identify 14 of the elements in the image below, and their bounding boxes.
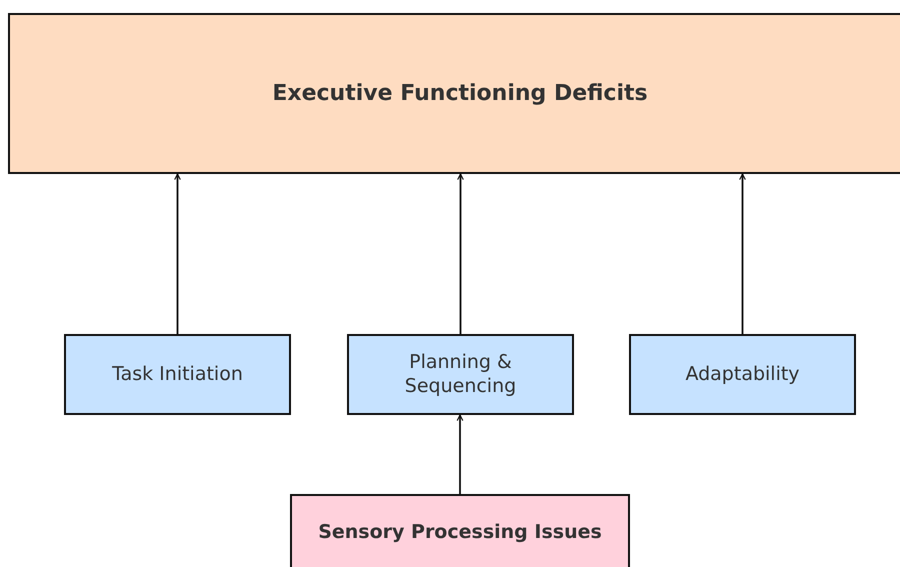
process-box [8, 13, 900, 174]
box-label: Task Initiation [112, 362, 243, 386]
box-label: Adaptability [685, 362, 800, 386]
arrow [457, 173, 464, 334]
box-label: Sensory Processing Issues [318, 521, 602, 545]
box-label: Planning & Sequencing [404, 350, 518, 398]
box-label: Executive Functioning Deficits [272, 80, 648, 108]
process-box [347, 334, 574, 415]
process-box [629, 334, 856, 415]
arrow [174, 173, 181, 334]
process-box [290, 494, 630, 567]
process-box [64, 334, 291, 415]
arrow [456, 414, 464, 494]
arrow [739, 173, 746, 334]
